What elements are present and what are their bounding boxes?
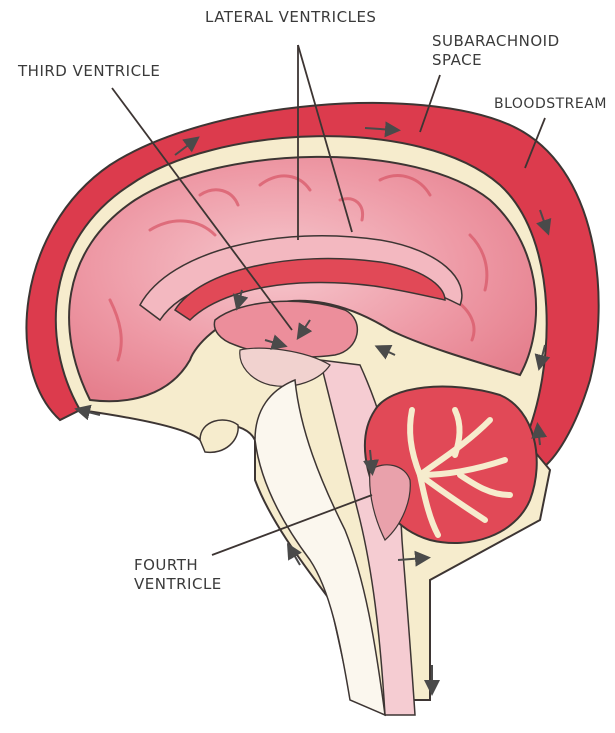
label-fourth-ventricle: FOURTH VENTRICLE xyxy=(134,556,222,594)
label-third-ventricle: THIRD VENTRICLE xyxy=(18,62,160,81)
label-bloodstream: BLOODSTREAM xyxy=(494,95,607,114)
label-subarachnoid-space: SUBARACHNOID SPACE xyxy=(432,32,560,70)
label-lateral-ventricles: LATERAL VENTRICLES xyxy=(205,8,376,27)
